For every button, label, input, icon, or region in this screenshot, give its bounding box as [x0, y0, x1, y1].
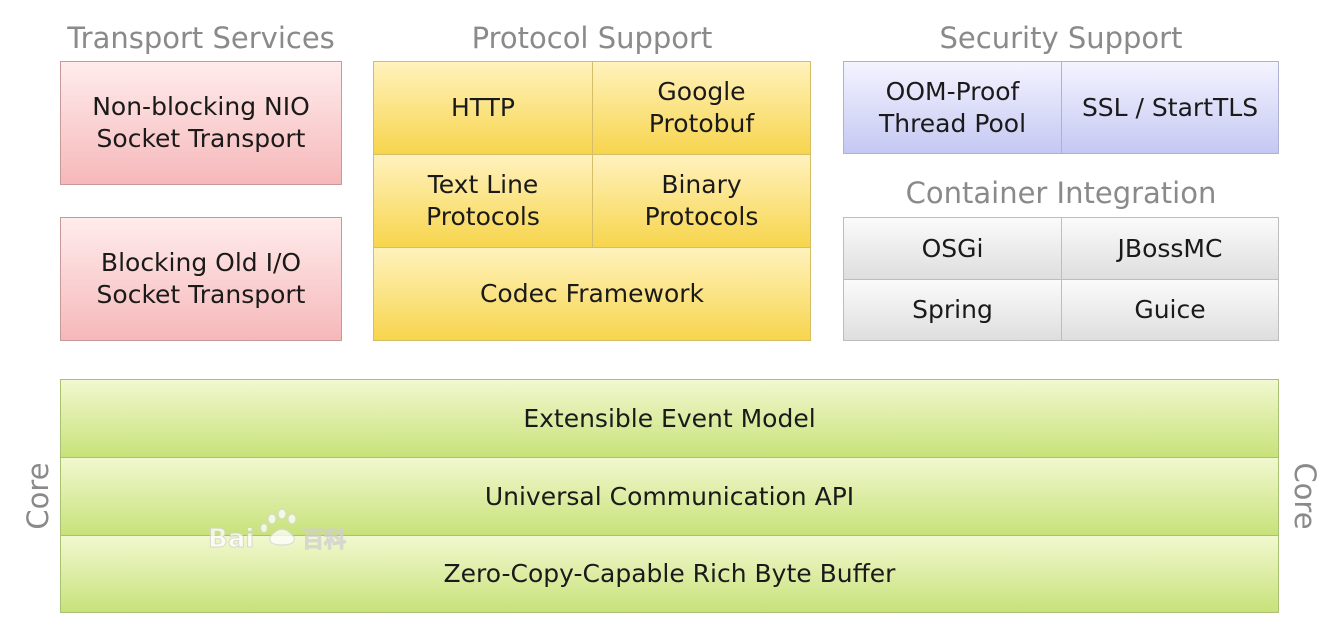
svg-text:百科: 百科 — [302, 528, 346, 553]
binary-protocols-label: Binary Protocols — [644, 170, 759, 231]
text-line-protocols-label: Text Line Protocols — [426, 170, 540, 231]
oom-proof-thread-pool-box: OOM-Proof Thread Pool — [843, 61, 1062, 154]
protocol-support-header: Protocol Support — [471, 21, 713, 55]
universal-communication-api-label: Universal Communication API — [484, 481, 855, 511]
spring-box: Spring — [843, 279, 1062, 341]
nio-socket-transport-label: Non-blocking NIO Socket Transport — [92, 92, 310, 153]
oio-socket-transport-label: Blocking Old I/O Socket Transport — [96, 248, 306, 309]
jbossmc-box: JBossMC — [1061, 217, 1279, 280]
ssl-starttls-box: SSL / StartTLS — [1061, 61, 1279, 154]
spring-label: Spring — [912, 295, 993, 324]
codec-framework-label: Codec Framework — [479, 279, 705, 308]
codec-framework-box: Codec Framework — [373, 247, 811, 341]
container-integration-header: Container Integration — [905, 176, 1217, 210]
guice-box: Guice — [1061, 279, 1279, 341]
oom-proof-thread-pool-label: OOM-Proof Thread Pool — [878, 76, 1027, 138]
text-line-protocols-box: Text Line Protocols — [373, 154, 593, 248]
transport-services-header: Transport Services — [67, 21, 335, 55]
core-label-right: Core — [1288, 462, 1322, 530]
http-label: HTTP — [451, 93, 515, 122]
zero-copy-byte-buffer-box: Zero-Copy-Capable Rich Byte Buffer — [60, 535, 1279, 613]
guice-label: Guice — [1134, 295, 1206, 324]
jbossmc-label: JBossMC — [1117, 233, 1223, 263]
oio-socket-transport-box: Blocking Old I/O Socket Transport — [60, 217, 342, 341]
universal-communication-api-box: Universal Communication API — [60, 457, 1279, 536]
baidu-watermark-logo: Bai 百科 — [208, 508, 347, 553]
osgi-box: OSGi — [843, 217, 1062, 280]
security-support-header: Security Support — [939, 21, 1183, 55]
google-protobuf-box: Google Protobuf — [592, 61, 811, 155]
nio-socket-transport-box: Non-blocking NIO Socket Transport — [60, 61, 342, 185]
svg-text:Bai: Bai — [208, 524, 254, 553]
google-protobuf-label: Google Protobuf — [648, 77, 755, 138]
osgi-label: OSGi — [921, 233, 984, 263]
ssl-starttls-label: SSL / StartTLS — [1081, 92, 1259, 122]
extensible-event-model-label: Extensible Event Model — [523, 403, 816, 433]
core-label-left: Core — [21, 462, 55, 530]
zero-copy-byte-buffer-label: Zero-Copy-Capable Rich Byte Buffer — [443, 559, 896, 588]
http-box: HTTP — [373, 61, 593, 155]
extensible-event-model-box: Extensible Event Model — [60, 379, 1279, 458]
binary-protocols-box: Binary Protocols — [592, 154, 811, 248]
